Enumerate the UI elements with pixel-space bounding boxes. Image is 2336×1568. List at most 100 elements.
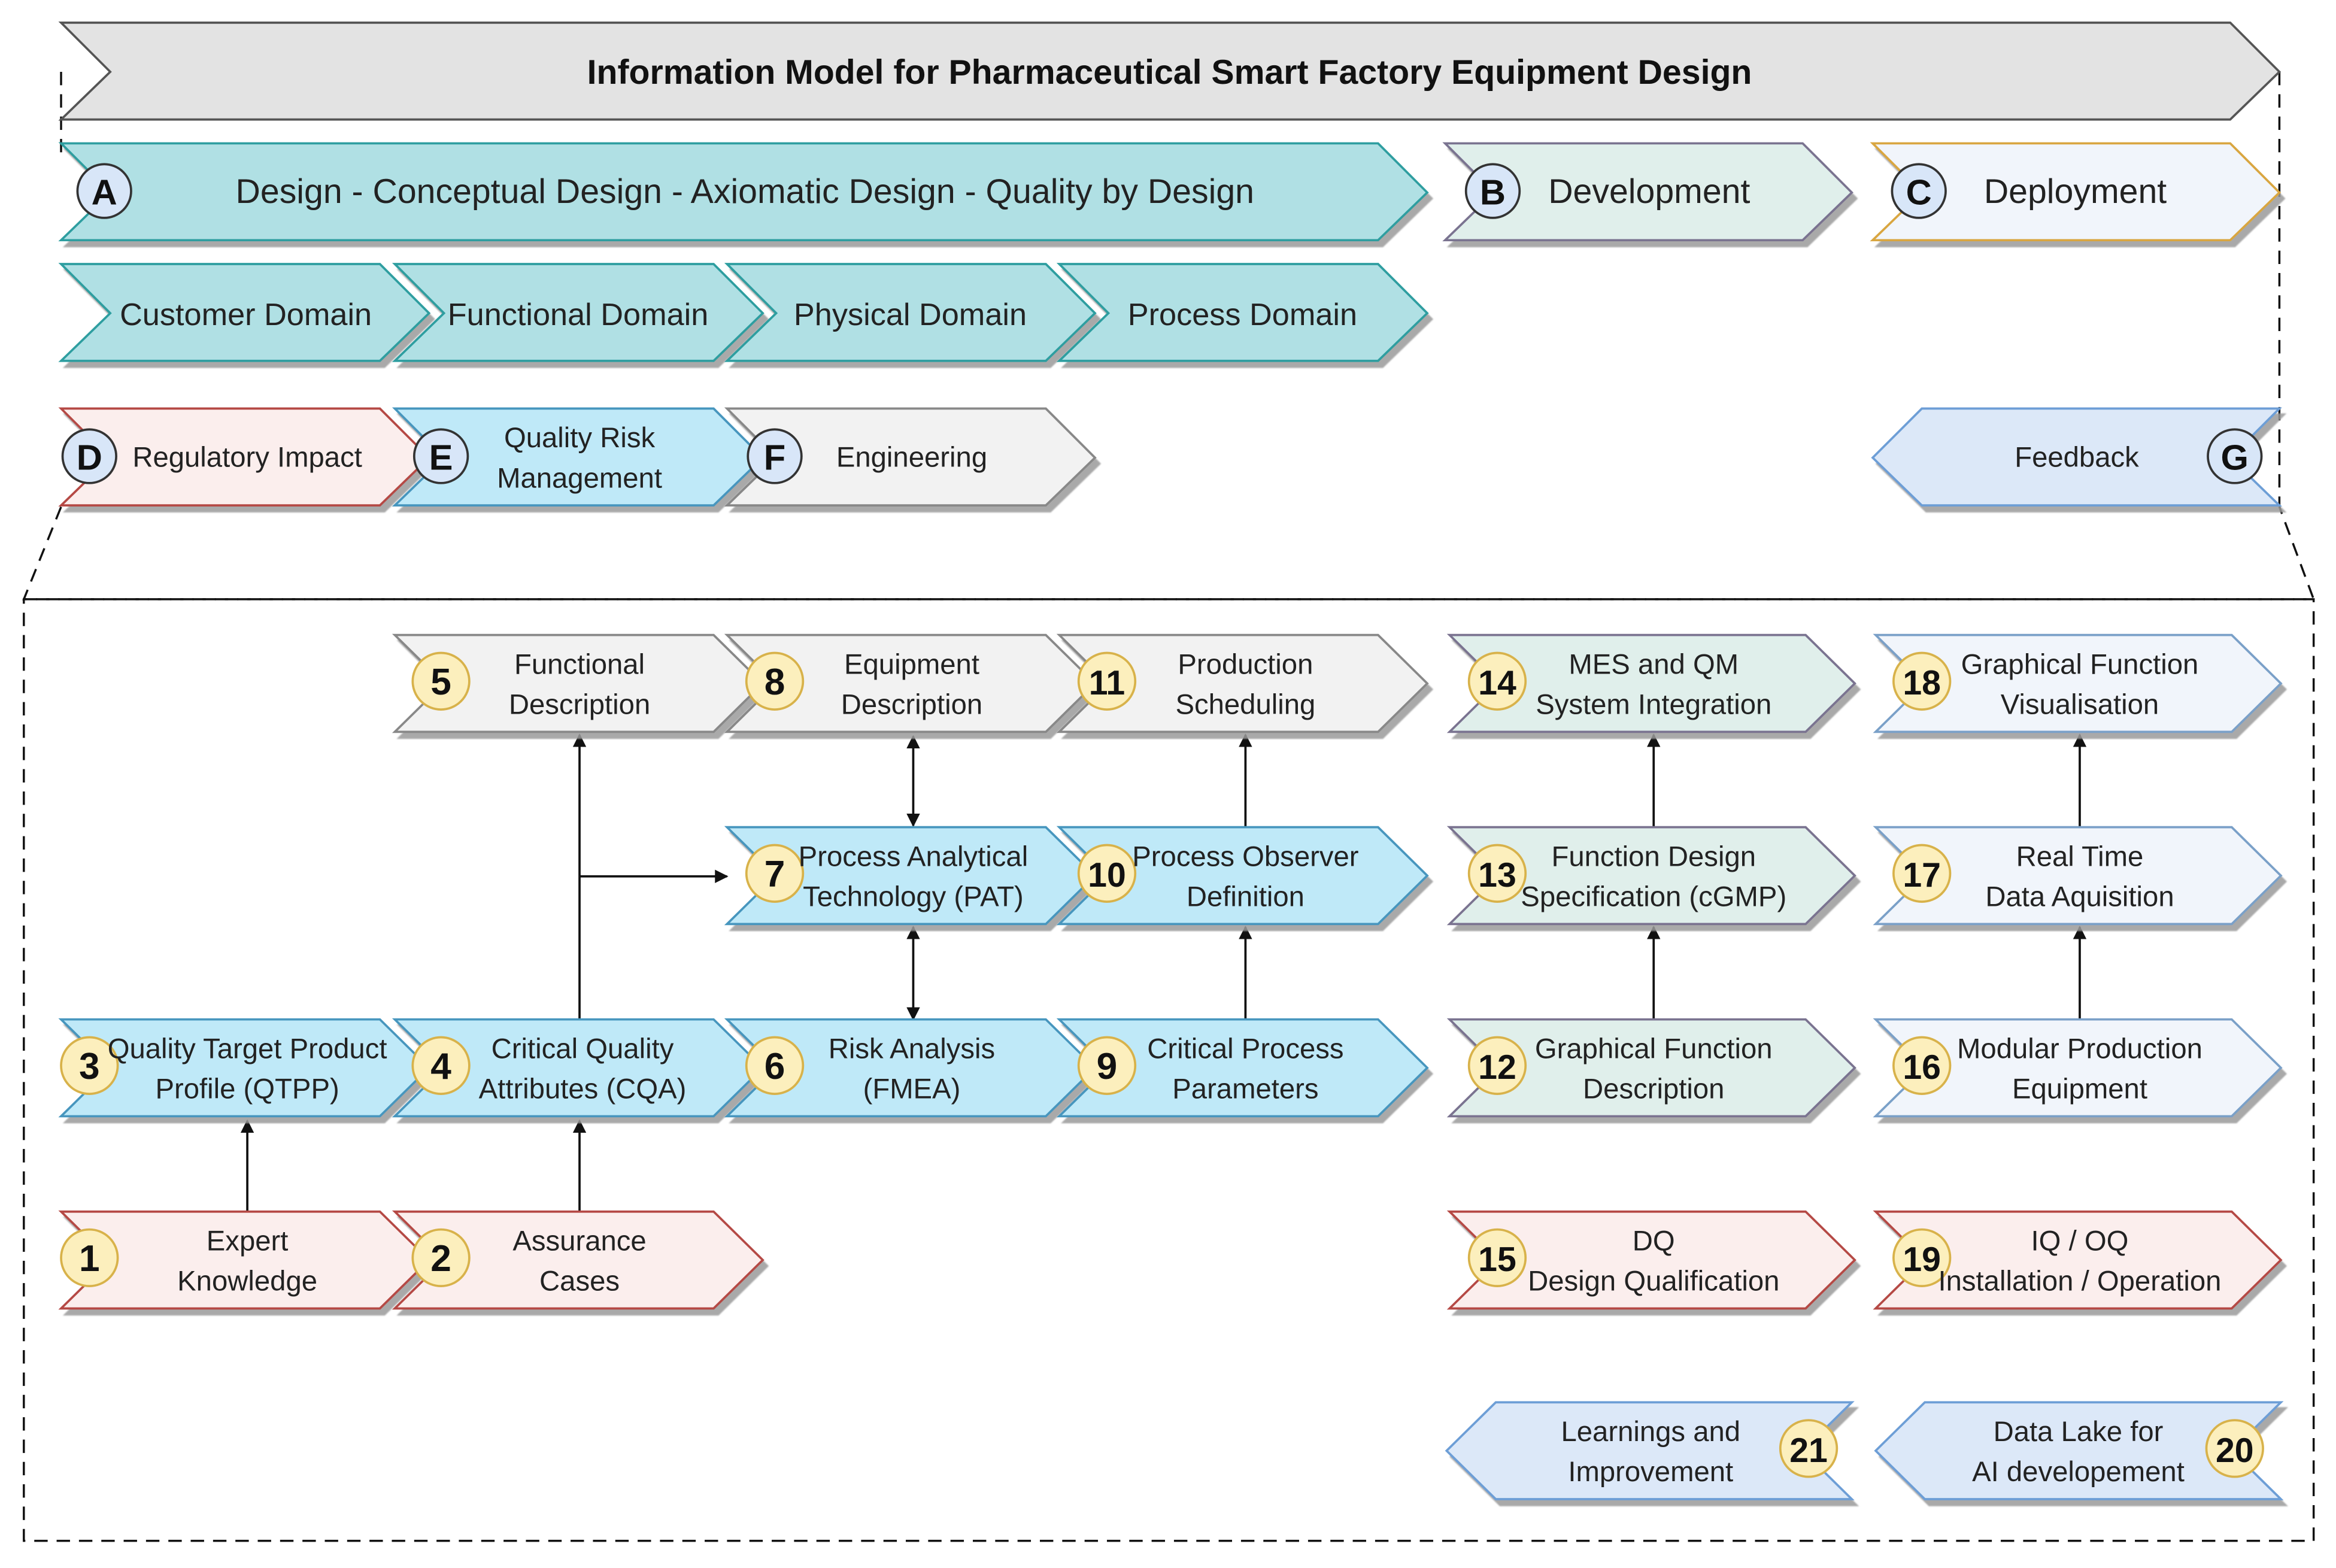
node-label-line1: DQ xyxy=(1633,1225,1675,1257)
node-label-line2: Design Qualification xyxy=(1528,1266,1779,1297)
node-number-badge xyxy=(1892,844,1952,903)
phase-deployment: C Deployment xyxy=(1870,142,2282,242)
node-number: 19 xyxy=(1903,1241,1941,1279)
domain-label: Physical Domain xyxy=(794,298,1027,332)
node-number: 1 xyxy=(79,1238,100,1279)
node-label-line1: Equipment xyxy=(844,648,979,680)
node-label-line1: Quality Target Product xyxy=(108,1033,387,1064)
node-label-line1: Production xyxy=(1178,648,1313,680)
lane-regulatory-impact: D Regulatory Impact xyxy=(58,407,431,507)
node-label-line1: Graphical Function xyxy=(1961,648,2199,680)
node-19-installation-operation: 19 IQ / OQ Installation / Operation xyxy=(1873,1210,2283,1310)
node-label-line2: Installation / Operation xyxy=(1938,1266,2222,1297)
node-label-line2: Description xyxy=(1583,1073,1724,1105)
node-label-line1: MES and QM xyxy=(1569,648,1739,680)
lane-badge-letter: F xyxy=(764,437,785,477)
phase-design: A Design - Conceptual Design - Axiomatic… xyxy=(58,142,1429,242)
domain-label: Customer Domain xyxy=(120,298,372,332)
node-label-line1: Process Observer xyxy=(1132,841,1358,872)
domain-process: Process Domain xyxy=(1056,263,1429,362)
node-label-line2: (FMEA) xyxy=(863,1073,961,1105)
node-number-badge xyxy=(1077,844,1137,903)
lane-badge xyxy=(61,428,117,484)
domain-physical: Physical Domain xyxy=(724,263,1097,362)
node-label-line1: IQ / OQ xyxy=(2031,1225,2129,1257)
node-label-line2: Knowledge xyxy=(177,1266,317,1297)
node-number-badge xyxy=(1467,651,1527,711)
node-number: 17 xyxy=(1903,856,1941,894)
node-number-badge xyxy=(1467,844,1527,903)
node-number-badge xyxy=(745,844,805,903)
node-number-badge xyxy=(1779,1419,1839,1478)
node-number: 10 xyxy=(1088,856,1126,894)
node-number-badge xyxy=(745,651,805,711)
phase-development: B Development xyxy=(1442,142,1853,242)
domain-label: Process Domain xyxy=(1128,298,1357,332)
node-number-badge xyxy=(1077,1036,1137,1095)
node-label-line2: Visualisation xyxy=(2001,689,2159,721)
node-number: 2 xyxy=(430,1238,451,1279)
node-label-line2: Attributes (CQA) xyxy=(479,1073,687,1105)
node-label-line2: Cases xyxy=(539,1266,620,1297)
node-number-badge xyxy=(1892,1036,1952,1095)
lane-badge xyxy=(2207,428,2263,484)
node-label-line1: Process Analytical xyxy=(799,841,1029,872)
lane-label-line2: Management xyxy=(497,462,662,494)
phase-label: Deployment xyxy=(1984,172,2167,211)
node-number-badge xyxy=(60,1036,119,1095)
node-number: 8 xyxy=(764,662,785,703)
node-label-line1: Learnings and xyxy=(1561,1416,1740,1448)
node-label-line2: Profile (QTPP) xyxy=(155,1073,339,1105)
node-number-badge xyxy=(411,651,471,711)
domain-label: Functional Domain xyxy=(448,298,709,332)
node-label-line1: Critical Process xyxy=(1147,1033,1343,1064)
node-label-line2: Improvement xyxy=(1568,1456,1733,1488)
node-label-line1: Real Time xyxy=(2016,841,2144,872)
node-number: 9 xyxy=(1097,1046,1118,1087)
node-label-line2: System Integration xyxy=(1536,689,1771,721)
node-number-badge xyxy=(745,1036,805,1095)
node-label-line2: Definition xyxy=(1187,881,1304,913)
node-number-badge xyxy=(60,1228,119,1287)
node-number: 4 xyxy=(430,1046,451,1087)
lane-label: Engineering xyxy=(836,441,987,473)
node-label-line1: Assurance xyxy=(512,1225,646,1257)
phase-badge-letter: A xyxy=(92,172,117,212)
lane-engineering: F Engineering xyxy=(724,407,1097,507)
lane-badge-letter: D xyxy=(77,437,102,477)
node-14-mes-qm-integration: 14 MES and QM System Integration xyxy=(1446,633,1856,733)
node-number: 7 xyxy=(764,854,785,895)
node-number: 14 xyxy=(1478,664,1516,702)
lane-label-line1: Quality Risk xyxy=(504,422,656,454)
phase-label: Development xyxy=(1548,172,1750,211)
lane-badge xyxy=(412,428,469,484)
node-label-line1: Risk Analysis xyxy=(829,1033,995,1064)
node-label-line2: AI developement xyxy=(1972,1456,2185,1488)
diagram-title: Information Model for Pharmaceutical Sma… xyxy=(587,53,1752,92)
node-label-line2: Equipment xyxy=(2012,1073,2147,1105)
upper-dashed-frame xyxy=(22,71,2316,600)
node-label-line2: Technology (PAT) xyxy=(803,881,1024,913)
node-number: 11 xyxy=(1089,664,1125,702)
node-number: 5 xyxy=(430,662,451,703)
node-number-badge xyxy=(1467,1036,1527,1095)
node-number-badge xyxy=(411,1228,471,1287)
node-number: 18 xyxy=(1903,664,1941,702)
domain-customer: Customer Domain xyxy=(58,263,431,362)
node-number: 3 xyxy=(79,1046,100,1087)
